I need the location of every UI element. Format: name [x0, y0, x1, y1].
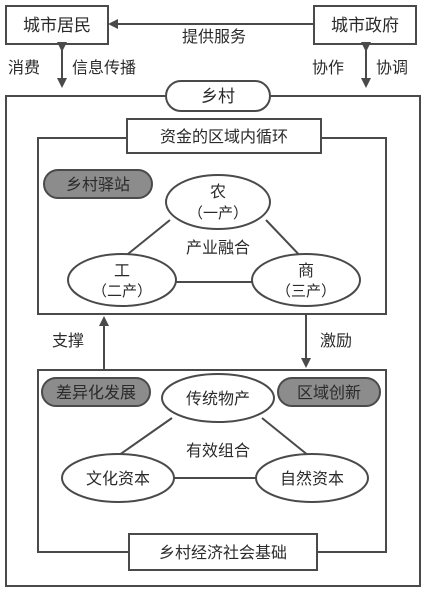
city-government-box: 城市政府	[313, 5, 417, 45]
info-spread-label: 信息传播	[72, 58, 136, 77]
natural-capital-label: 自然资本	[280, 469, 344, 488]
traditional-products-label: 传统物产	[186, 389, 250, 408]
cultural-capital-label: 文化资本	[86, 469, 150, 488]
industry-label: 工	[114, 261, 130, 280]
upper-title-box: 资金的区域内循环	[126, 118, 322, 154]
rural-foundation-box: 乡村经济社会基础	[128, 533, 318, 571]
city-government-label: 城市政府	[331, 16, 399, 36]
connector-products-culture	[111, 417, 173, 461]
industry-sub-label: （二产）	[92, 282, 152, 300]
support-label: 支撑	[52, 331, 84, 350]
effective-combination-label: 有效组合	[186, 441, 250, 460]
cooperation-label: 协作	[312, 58, 344, 77]
commerce-sub-label: （三产）	[276, 282, 336, 300]
rural-title: 乡村	[201, 87, 235, 107]
agriculture-sub-label: （一产）	[188, 204, 248, 222]
rural-title-pill: 乡村	[165, 80, 271, 112]
rural-station-label: 乡村驿站	[66, 175, 130, 194]
industry-node: 工 （二产）	[67, 253, 177, 307]
connector-products-nature	[261, 417, 315, 461]
agriculture-node: 农 （一产）	[165, 174, 271, 230]
consumption-label: 消费	[8, 58, 40, 77]
upper-title: 资金的区域内循环	[160, 127, 288, 146]
agriculture-label: 农	[210, 182, 226, 201]
commerce-label: 商	[298, 261, 314, 280]
rural-foundation-label: 乡村经济社会基础	[159, 543, 287, 562]
commerce-node: 商 （三产）	[251, 253, 361, 307]
industry-fusion-label: 产业融合	[186, 238, 250, 257]
provide-services-label: 提供服务	[182, 27, 246, 46]
regional-innovation-badge: 区域创新	[277, 377, 381, 407]
traditional-products-node: 传统物产	[161, 373, 275, 423]
differentiated-development-label: 差异化发展	[56, 383, 136, 402]
incentive-label: 激励	[320, 331, 352, 350]
city-residents-label: 城市居民	[23, 16, 91, 36]
city-residents-box: 城市居民	[5, 5, 109, 45]
differentiated-development-badge: 差异化发展	[41, 377, 151, 407]
coordination-label: 协调	[376, 58, 408, 77]
rural-station-badge: 乡村驿站	[43, 169, 153, 199]
natural-capital-node: 自然资本	[255, 453, 369, 503]
regional-innovation-label: 区域创新	[297, 383, 361, 402]
cultural-capital-node: 文化资本	[61, 453, 175, 503]
